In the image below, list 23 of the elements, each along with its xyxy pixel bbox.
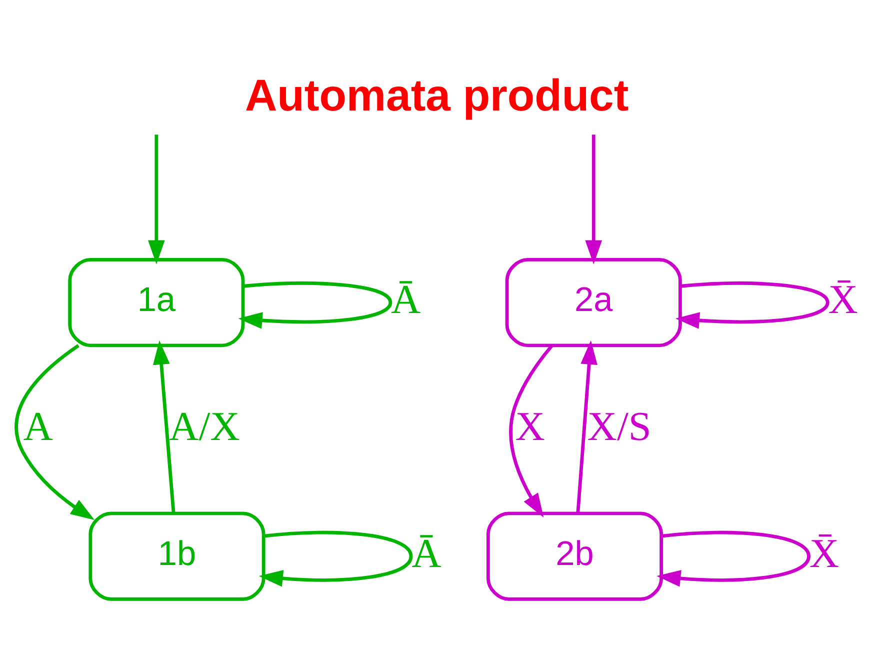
arrow <box>258 530 413 587</box>
edge-label: A/X <box>169 403 240 450</box>
node-box: 1a <box>68 258 245 348</box>
arrow <box>14 344 95 520</box>
node-box: 1b <box>88 512 266 601</box>
node-box: 2b <box>486 512 664 601</box>
arrow <box>152 340 176 514</box>
arrow <box>148 134 165 264</box>
arrow <box>585 134 602 264</box>
arrow <box>656 530 810 587</box>
node-box: 2a <box>505 258 682 348</box>
edge-label: X̄ <box>809 530 840 576</box>
diagram-title: Automata product <box>244 72 629 121</box>
edge-label: Ā <box>412 530 442 576</box>
edge-label: X̄ <box>828 276 858 322</box>
arrow <box>576 340 598 514</box>
edge-label: Ā <box>391 276 421 322</box>
edge-label: X <box>515 403 546 450</box>
arrow <box>238 282 392 329</box>
edge-label: X/S <box>587 403 652 450</box>
arrow <box>509 344 554 518</box>
arrow <box>675 282 830 329</box>
edge-label: A <box>23 403 53 450</box>
